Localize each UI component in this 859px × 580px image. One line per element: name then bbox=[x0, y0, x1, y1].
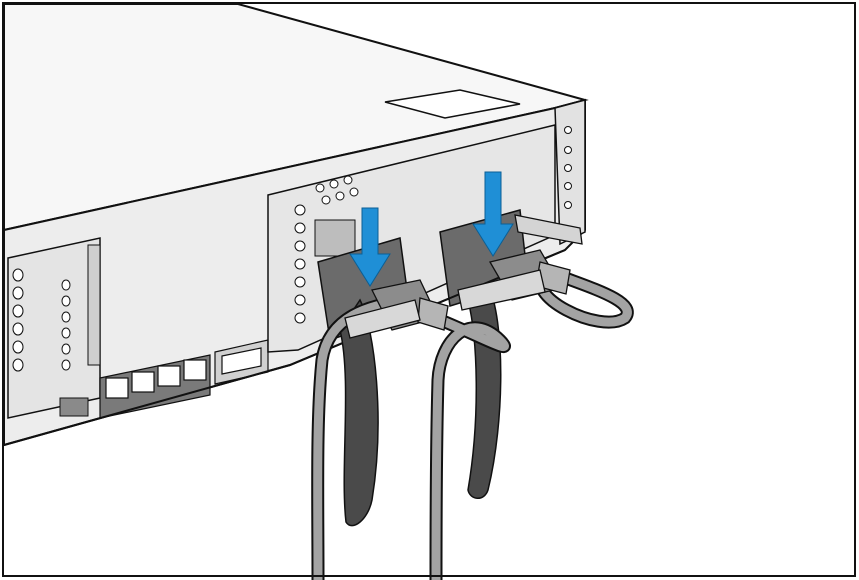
psu-label-block bbox=[314, 219, 356, 257]
power-cord-left bbox=[311, 293, 511, 580]
chassis-right-rail bbox=[554, 99, 586, 246]
psu-2-handle bbox=[514, 214, 583, 245]
install-arrow-right bbox=[472, 171, 514, 257]
install-arrow-left bbox=[349, 207, 391, 287]
cord-clip-right bbox=[457, 269, 546, 311]
power-cord-right bbox=[533, 263, 634, 329]
top-label-plate bbox=[384, 89, 521, 119]
cord-clip-left bbox=[344, 299, 421, 339]
psu-vent-grid bbox=[294, 175, 359, 324]
retention-strap-left bbox=[339, 298, 379, 527]
network-ports bbox=[99, 354, 211, 419]
vga-port bbox=[214, 339, 269, 385]
serial-port bbox=[59, 397, 89, 417]
pci-slot-bracket bbox=[87, 244, 101, 366]
retention-strap-right bbox=[467, 283, 502, 499]
left-vent-column bbox=[12, 268, 71, 372]
rail-holes bbox=[564, 126, 572, 209]
